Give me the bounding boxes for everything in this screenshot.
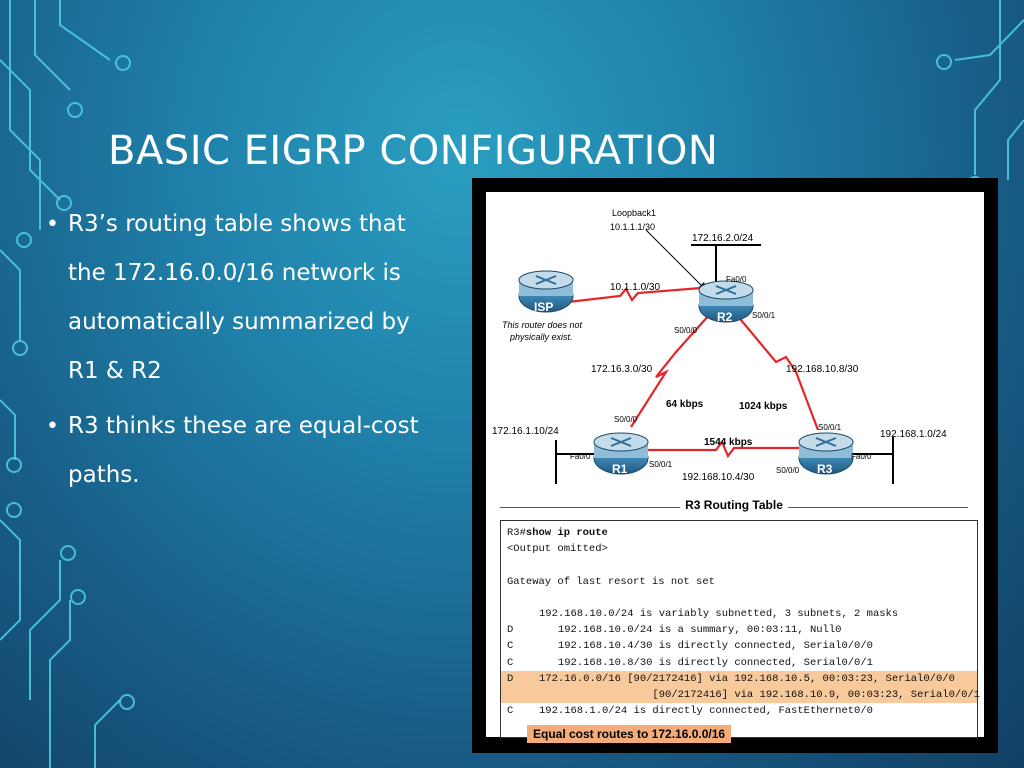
cli-command: show ip route [525, 527, 608, 539]
route-code: D [507, 624, 514, 637]
loopback-arrow [645, 229, 709, 293]
router-isp-label: ISP [534, 300, 553, 314]
r2-fa00-label: Fa0/0 [726, 275, 747, 284]
bullet-text: R3 thinks these are equal-cost paths. [68, 413, 419, 488]
route-code: C [507, 640, 514, 653]
gateway-line: Gateway of last resort is not set [507, 575, 715, 588]
router-r2-label: R2 [717, 310, 733, 324]
router-r1-label: R1 [612, 462, 628, 476]
router-isp-icon [518, 270, 574, 313]
r2-r3-bandwidth: 1024 kbps [739, 401, 788, 412]
route-text: 192.168.10.0/24 is variably subnetted, 3… [539, 607, 899, 620]
r2-lan-label: 172.16.2.0/24 [692, 233, 754, 244]
route-row: D 192.168.10.0/24 is a summary, 00:03:11… [507, 622, 977, 638]
route-row-highlighted: D 172.16.0.0/16 [90/2172416] via 192.168.… [501, 670, 977, 687]
blank-line [507, 557, 977, 573]
isp-r2-net-label: 10.1.1.0/30 [610, 282, 660, 293]
bullet-dot-icon: • [46, 212, 59, 237]
r1-s001-label: S0/0/1 [649, 460, 673, 469]
router-r2-icon [698, 280, 754, 323]
link-isp-r2 [567, 286, 702, 304]
cli-prompt: R3# [507, 527, 526, 539]
r3-s000-label: S0/0/0 [776, 466, 800, 475]
blank-line [507, 590, 977, 606]
topology-figure: ISP This router does not physically exis… [472, 178, 998, 753]
equal-cost-note: Equal cost routes to 172.16.0.0/16 [527, 725, 732, 744]
output-omitted-line: <Output omitted> [507, 543, 608, 556]
routing-table-caption-text: R3 Routing Table [680, 498, 788, 512]
route-row: C 192.168.10.8/30 is directly connected,… [507, 655, 977, 671]
route-text: 172.16.0.0/16 [90/2172416] via 192.168.1… [539, 672, 955, 685]
route-row: C 192.168.10.4/30 is directly connected,… [507, 638, 977, 654]
route-text: [90/2172416] via 192.168.10.9, 00:03:23,… [652, 688, 981, 701]
r1-fa00-label: Fa0/0 [570, 452, 591, 461]
route-text: 192.168.10.8/30 is directly connected, S… [557, 656, 873, 669]
r1-r2-bandwidth: 64 kbps [666, 399, 704, 410]
bullet-item: • R3’s routing table shows that the 172.1… [46, 200, 436, 396]
r2-s000-label: S0/0/0 [674, 326, 698, 335]
slide-title: BASIC EIGRP CONFIGURATION [108, 128, 719, 174]
router-r1-icon [593, 432, 649, 475]
link-r1-r2 [630, 313, 711, 428]
route-text: 192.168.1.0/24 is directly connected, Fa… [539, 705, 873, 718]
router-r3-label: R3 [817, 462, 833, 476]
router-r3-icon [798, 432, 854, 475]
bullet-text: R3’s routing table shows that the 172.16… [68, 211, 410, 384]
isp-note-line2: physically exist. [509, 332, 573, 342]
r1-lan-label: 172.16.1.10/24 [492, 426, 559, 437]
r1-s000-label: S0/0/0 [614, 415, 638, 424]
bullet-list: • R3’s routing table shows that the 172.1… [46, 200, 436, 500]
link-r1-r3 [646, 439, 804, 459]
route-row: 192.168.10.0/24 is variably subnetted, 3… [507, 606, 977, 622]
network-topology-diagram: ISP This router does not physically exis… [492, 208, 947, 484]
r1-r2-net-label: 172.16.3.0/30 [591, 364, 653, 375]
routing-table-caption: R3 Routing Table [500, 498, 968, 514]
r1-r3-bandwidth: 1544 kbps [704, 437, 753, 448]
figure-canvas: ISP This router does not physically exis… [486, 192, 984, 744]
r2-r3-net-label: 192.168.10.8/30 [786, 364, 859, 375]
r3-fa00-label: Fa0/0 [851, 452, 872, 461]
link-r2-r3 [735, 313, 820, 431]
r1-r3-net-label: 192.168.10.4/30 [682, 472, 755, 483]
r3-lan-label: 192.168.1.0/24 [880, 429, 947, 440]
route-text: 192.168.10.4/30 is directly connected, S… [557, 640, 873, 653]
bullet-dot-icon: • [46, 414, 59, 439]
r3-s001-label: S0/0/1 [818, 423, 842, 432]
route-code: C [507, 656, 514, 669]
route-code: C [507, 705, 514, 718]
route-row: C 192.168.1.0/24 is directly connected, F… [507, 703, 977, 719]
routing-table-output: R3#show ip route <Output omitted> Gatewa… [500, 520, 981, 744]
r2-s001-label: S0/0/1 [752, 311, 776, 320]
isp-note-line1: This router does not [502, 320, 583, 330]
route-text: 192.168.10.0/24 is a summary, 00:03:11, … [557, 624, 842, 637]
route-row-highlighted: [90/2172416] via 192.168.10.9, 00:03:23,… [501, 686, 981, 704]
bullet-item: • R3 thinks these are equal-cost paths. [46, 402, 436, 500]
command-line: R3#show ip route [507, 525, 977, 541]
loopback-address: 10.1.1.1/30 [610, 222, 655, 232]
route-code: D [507, 672, 514, 685]
loopback-label: Loopback1 [612, 208, 656, 218]
